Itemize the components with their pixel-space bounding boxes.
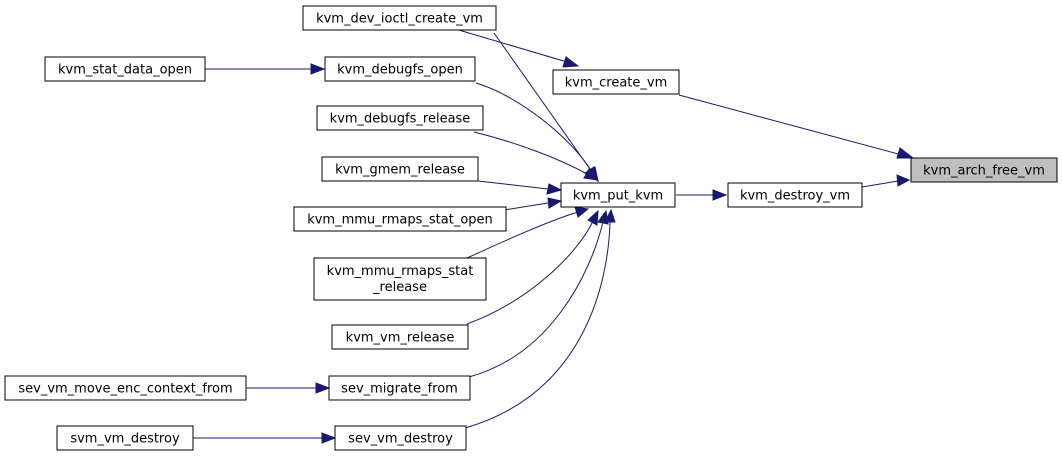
- edge-kvm-gmem-release-to-kvm-put-kvm: [477, 180, 549, 190]
- arrowhead-kvm-create-vm-from-kvm-dev-ioctl: [562, 56, 580, 68]
- edge-kvm-debugfs-open-to-kvm-put-kvm: [475, 82, 593, 173]
- edge-sev-migrate-from-to-kvm-put-kvm: [468, 221, 604, 378]
- edge-kvm-create-vm-to-kvm-arch-free-vm: [678, 94, 903, 156]
- arrowhead-kvm-put-kvm-from-kvm-mmu-rmaps-stat-release: [574, 206, 590, 218]
- edge-sev-vm-destroy-to-kvm-put-kvm: [464, 221, 611, 429]
- node-kvm-gmem-release[interactable]: kvm_gmem_release: [321, 156, 479, 182]
- nodes: kvm_arch_free_vm kvm_create_vm kvm_destr…: [4, 5, 1058, 451]
- node-label: kvm_debugfs_open: [337, 63, 463, 78]
- edge-kvm-mmu-rmaps-stat-open-to-kvm-put-kvm: [503, 202, 549, 211]
- arrowhead-sev-migrate-from-from-sev-vm-move: [315, 382, 331, 394]
- node-kvm-dev-ioctl-create-vm[interactable]: kvm_dev_ioctl_create_vm: [302, 5, 497, 31]
- arrowhead-kvm-put-kvm-from-kvm-vm-release: [587, 209, 599, 226]
- node-kvm-vm-release[interactable]: kvm_vm_release: [331, 324, 469, 350]
- edge-kvm-dev-ioctl-create-vm-to-kvm-create-vm: [451, 27, 568, 63]
- arrowhead-kvm-put-kvm-from-kvm-gmem-release: [546, 183, 563, 195]
- edge-kvm-vm-release-to-kvm-put-kvm: [466, 220, 594, 325]
- node-label: kvm_create_vm: [565, 76, 668, 91]
- arrowhead-kvm-arch-free-vm-from-kvm-create-vm: [896, 147, 915, 159]
- node-label: kvm_stat_data_open: [58, 63, 192, 78]
- node-label: kvm_gmem_release: [335, 163, 465, 178]
- edge-kvm-debugfs-release-to-kvm-put-kvm: [473, 131, 588, 175]
- arrowhead-kvm-arch-free-vm-from-kvm-destroy-vm: [896, 174, 911, 187]
- node-sev-migrate-from[interactable]: sev_migrate_from: [328, 375, 471, 401]
- node-kvm-mmu-rmaps-stat-open[interactable]: kvm_mmu_rmaps_stat_open: [293, 206, 507, 232]
- node-sev-vm-destroy[interactable]: sev_vm_destroy: [334, 425, 467, 451]
- node-label: sev_migrate_from: [341, 382, 458, 397]
- node-label: sev_vm_move_enc_context_from: [18, 382, 232, 397]
- node-kvm-arch-free-vm[interactable]: kvm_arch_free_vm: [910, 157, 1058, 183]
- edge-kvm-mmu-rmaps-stat-release-to-kvm-put-kvm: [466, 211, 579, 259]
- node-label: kvm_debugfs_release: [330, 112, 471, 127]
- arrowhead-kvm-put-kvm-from-kvm-mmu-rmaps-stat-open: [547, 197, 563, 209]
- arrowhead-kvm-destroy-vm-from-kvm-put-kvm: [712, 189, 728, 201]
- edge-kvm-destroy-vm-to-kvm-arch-free-vm: [861, 180, 899, 188]
- arrowhead-kvm-put-kvm-from-kvm-debugfs-release: [583, 168, 599, 181]
- node-kvm-destroy-vm[interactable]: kvm_destroy_vm: [727, 182, 863, 208]
- node-label: sev_vm_destroy: [348, 432, 453, 447]
- node-label: kvm_mmu_rmaps_stat_open: [307, 213, 493, 228]
- node-label-line-2: _release: [372, 280, 427, 295]
- node-label: kvm_arch_free_vm: [923, 164, 1045, 179]
- node-label: kvm_put_kvm: [573, 189, 663, 204]
- node-kvm-create-vm[interactable]: kvm_create_vm: [552, 69, 680, 95]
- node-kvm-debugfs-open[interactable]: kvm_debugfs_open: [324, 56, 476, 82]
- node-label: svm_vm_destroy: [70, 432, 180, 447]
- edges: [193, 27, 915, 444]
- node-label: kvm_destroy_vm: [740, 189, 850, 204]
- node-kvm-stat-data-open[interactable]: kvm_stat_data_open: [44, 56, 206, 82]
- node-label-line-1: kvm_mmu_rmaps_stat: [327, 264, 474, 279]
- arrowhead-sev-vm-destroy-from-svm-vm-destroy: [321, 432, 337, 444]
- node-kvm-debugfs-release[interactable]: kvm_debugfs_release: [316, 105, 484, 131]
- node-svm-vm-destroy[interactable]: svm_vm_destroy: [56, 425, 194, 451]
- node-kvm-put-kvm[interactable]: kvm_put_kvm: [560, 182, 676, 208]
- arrowhead-kvm-debugfs-open-from-kvm-stat-data-open: [310, 63, 326, 75]
- node-sev-vm-move-enc-context-from[interactable]: sev_vm_move_enc_context_from: [4, 375, 247, 401]
- node-label: kvm_vm_release: [346, 331, 455, 346]
- edge-kvm-dev-ioctl-create-vm-to-kvm-put-kvm: [493, 32, 593, 173]
- node-label: kvm_dev_ioctl_create_vm: [316, 12, 483, 27]
- node-kvm-mmu-rmaps-stat-release[interactable]: kvm_mmu_rmaps_stat _release: [313, 257, 487, 301]
- arrowhead-kvm-put-kvm-from-sev-vm-destroy: [604, 208, 616, 223]
